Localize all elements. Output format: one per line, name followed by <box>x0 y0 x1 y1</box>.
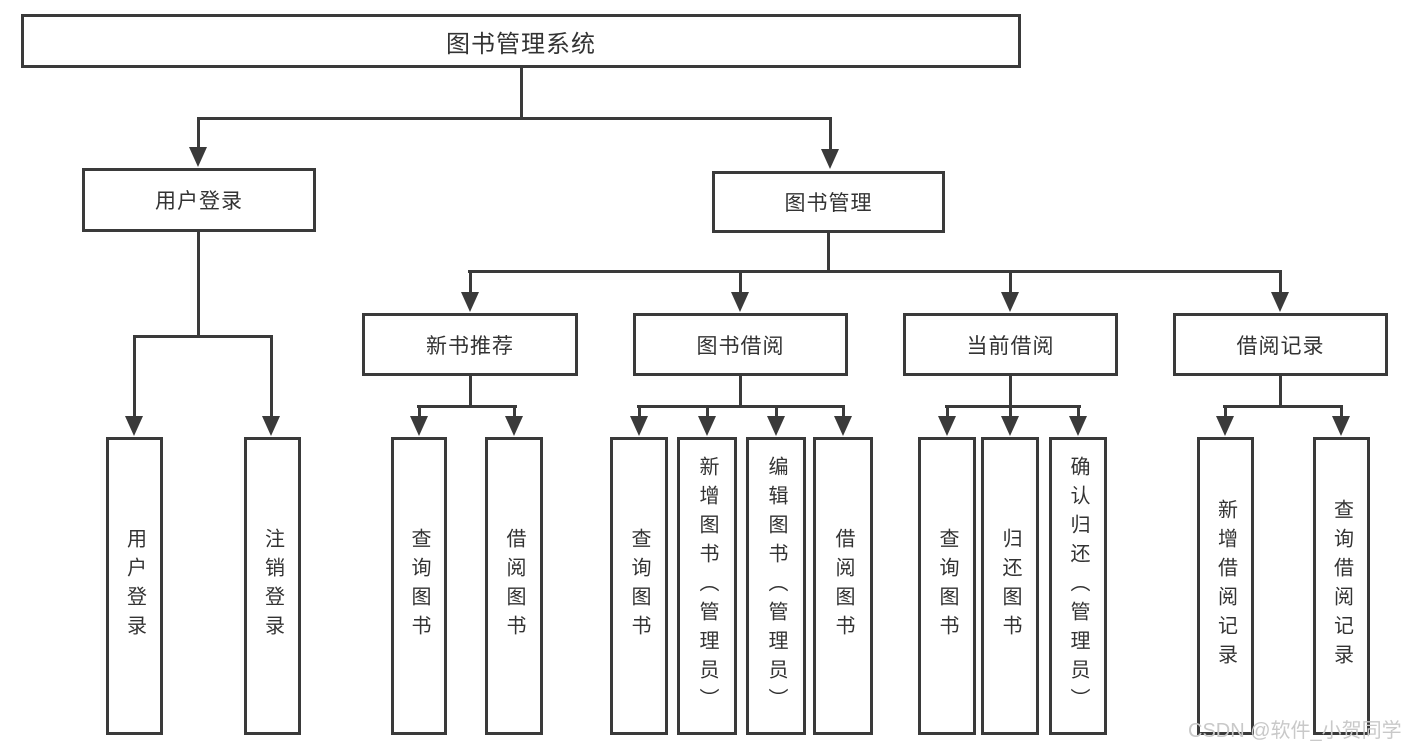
arrowhead-icon <box>938 416 956 436</box>
arrowhead-icon <box>630 416 648 436</box>
leaf-query-borrow-record-label: 查询借阅记录 <box>1330 499 1353 673</box>
leaf-borrow-books-recommend-label: 借阅图书 <box>503 528 525 644</box>
connector-records-hbar <box>1223 405 1343 408</box>
connector-arrow-stem <box>1009 270 1012 292</box>
connector-arrow-stem <box>739 270 742 292</box>
connector-current-stem <box>1009 376 1012 405</box>
connector-arrow-stem <box>1009 405 1012 416</box>
leaf-logout: 注销登录 <box>244 437 301 735</box>
connector-arrow-stem <box>197 117 200 147</box>
arrowhead-icon <box>410 416 428 436</box>
leaf-borrow-books-2-label: 借阅图书 <box>832 528 854 644</box>
arrowhead-icon <box>1332 416 1350 436</box>
arrowhead-icon <box>1069 416 1087 436</box>
node-new-book-recommend-label: 新书推荐 <box>426 334 514 358</box>
leaf-borrow-books-recommend: 借阅图书 <box>485 437 543 735</box>
node-book-borrow-label: 图书借阅 <box>696 334 785 358</box>
arrowhead-icon <box>1001 416 1019 436</box>
node-book-management: 图书管理 <box>712 171 945 233</box>
connector-arrow-stem <box>638 405 641 416</box>
leaf-user-login-label: 用户登录 <box>123 528 146 644</box>
leaf-edit-book-admin: 编辑图书（管理员） <box>746 437 806 735</box>
node-user-login-label: 用户登录 <box>155 190 243 213</box>
connector-arrow-stem <box>418 405 421 416</box>
leaf-add-borrow-record: 新增借阅记录 <box>1197 437 1254 735</box>
arrowhead-icon <box>821 149 839 169</box>
leaf-query-books-borrow: 查询图书 <box>610 437 668 735</box>
connector-bookmgmt-hbar <box>468 270 1282 273</box>
arrowhead-icon <box>189 147 207 167</box>
leaf-query-books-current-label: 查询图书 <box>936 528 958 644</box>
leaf-return-book: 归还图书 <box>981 437 1039 735</box>
node-book-management-label: 图书管理 <box>784 192 873 215</box>
connector-arrow-stem <box>706 405 709 416</box>
connector-arrow-stem <box>133 335 136 416</box>
node-new-book-recommend: 新书推荐 <box>362 313 578 376</box>
node-current-borrow: 当前借阅 <box>903 313 1118 376</box>
connector-borrow-stem <box>739 376 742 405</box>
arrowhead-icon <box>1216 416 1234 436</box>
leaf-user-login: 用户登录 <box>106 437 163 735</box>
connector-userlogin-hbar <box>133 335 273 338</box>
leaf-confirm-return-admin: 确认归还（管理员） <box>1049 437 1107 735</box>
leaf-add-book-admin: 新增图书（管理员） <box>677 437 737 735</box>
arrowhead-icon <box>767 416 785 436</box>
node-borrow-records: 借阅记录 <box>1173 313 1388 376</box>
connector-arrow-stem <box>775 405 778 416</box>
leaf-query-borrow-record: 查询借阅记录 <box>1313 437 1370 735</box>
connector-userlogin-stem <box>197 232 200 335</box>
leaf-query-books-current: 查询图书 <box>918 437 976 735</box>
connector-arrow-stem <box>1077 405 1080 416</box>
connector-records-stem <box>1279 376 1282 405</box>
connector-recommend-hbar <box>417 405 517 408</box>
leaf-logout-label: 注销登录 <box>261 528 284 644</box>
arrowhead-icon <box>698 416 716 436</box>
connector-arrow-stem <box>1340 405 1343 416</box>
leaf-query-books-borrow-label: 查询图书 <box>628 528 650 644</box>
connector-arrow-stem <box>469 270 472 292</box>
connector-arrow-stem <box>270 335 273 416</box>
node-borrow-records-label: 借阅记录 <box>1236 334 1325 358</box>
leaf-edit-book-admin-label: 编辑图书（管理员） <box>765 455 787 717</box>
arrowhead-icon <box>1271 292 1289 312</box>
leaf-return-book-label: 归还图书 <box>999 528 1021 644</box>
arrowhead-icon <box>731 292 749 312</box>
connector-arrow-stem <box>946 405 949 416</box>
connector-arrow-stem <box>829 117 832 149</box>
connector-arrow-stem <box>513 405 516 416</box>
connector-arrow-stem <box>842 405 845 416</box>
watermark: CSDN @软件_小贺同学 <box>1188 720 1402 742</box>
arrowhead-icon <box>834 416 852 436</box>
leaf-confirm-return-admin-label: 确认归还（管理员） <box>1067 455 1089 717</box>
leaf-query-books-recommend: 查询图书 <box>391 437 447 735</box>
node-root-label: 图书管理系统 <box>446 30 596 58</box>
leaf-add-book-admin-label: 新增图书（管理员） <box>696 455 718 717</box>
connector-root-hbar <box>197 117 832 120</box>
arrowhead-icon <box>461 292 479 312</box>
connector-borrow-hbar <box>637 405 845 408</box>
arrowhead-icon <box>1001 292 1019 312</box>
arrowhead-icon <box>262 416 280 436</box>
leaf-borrow-books-2: 借阅图书 <box>813 437 873 735</box>
leaf-add-borrow-record-label: 新增借阅记录 <box>1214 499 1237 673</box>
node-root: 图书管理系统 <box>21 14 1021 68</box>
arrowhead-icon <box>505 416 523 436</box>
connector-bookmgmt-stem <box>827 233 830 270</box>
node-current-borrow-label: 当前借阅 <box>966 334 1055 358</box>
node-user-login: 用户登录 <box>82 168 316 232</box>
connector-arrow-stem <box>1279 270 1282 292</box>
arrowhead-icon <box>125 416 143 436</box>
connector-root-stem <box>520 68 523 117</box>
connector-arrow-stem <box>1224 405 1227 416</box>
connector-current-hbar <box>945 405 1081 408</box>
connector-recommend-stem <box>469 376 472 405</box>
leaf-query-books-recommend-label: 查询图书 <box>408 528 430 644</box>
node-book-borrow: 图书借阅 <box>633 313 848 376</box>
